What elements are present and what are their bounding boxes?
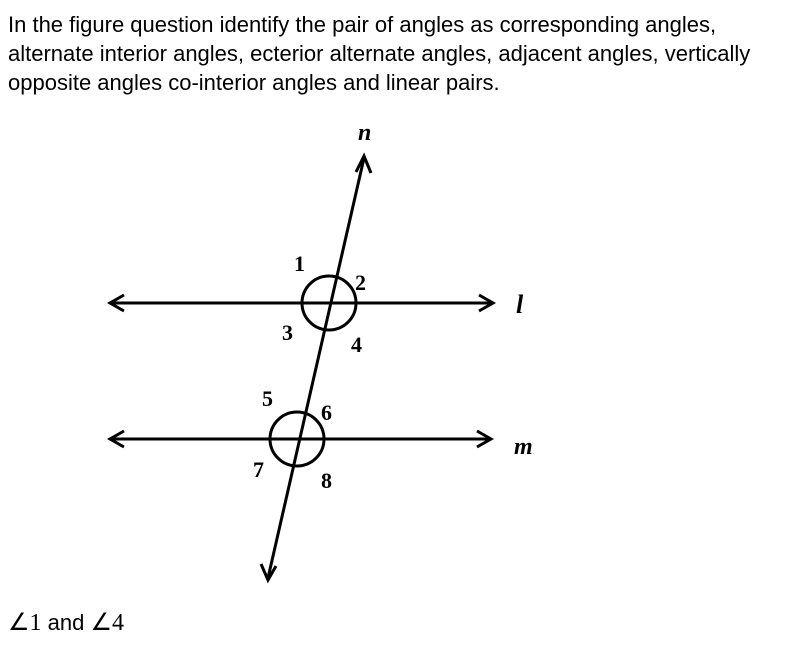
label-l: l: [516, 290, 524, 319]
angle-label-5: 5: [262, 386, 273, 411]
answer-second-angle: ∠4: [90, 610, 124, 636]
angle-label-1: 1: [294, 251, 305, 276]
label-m: m: [514, 434, 533, 460]
answer-first-angle: ∠1: [8, 610, 42, 636]
answer-line: ∠1 and ∠4: [8, 608, 124, 637]
label-n: n: [358, 120, 371, 146]
angle-label-6: 6: [321, 400, 332, 425]
line-l-left-arrow: [106, 293, 125, 313]
transversal-n-top-arrow: [354, 152, 373, 174]
question-text: In the figure question identify the pair…: [8, 12, 751, 95]
angle-arcs-lower: [268, 410, 326, 468]
angle-label-4: 4: [351, 332, 362, 357]
angle-arcs-upper: [300, 274, 358, 332]
transversal-n: [266, 157, 366, 579]
angle-label-8: 8: [321, 468, 332, 493]
angle-label-3: 3: [282, 320, 293, 345]
transversal-n-bottom-arrow: [259, 563, 278, 584]
angle-label-2: 2: [355, 270, 366, 295]
answer-connector: and: [47, 610, 85, 635]
line-m-left-arrow: [106, 429, 125, 449]
angle-label-7: 7: [253, 457, 264, 482]
angle-figure: n l m 1 2 3 4 5 6 7 8: [106, 120, 533, 584]
line-m-right-arrow: [476, 429, 495, 449]
line-l-right-arrow: [478, 293, 497, 313]
